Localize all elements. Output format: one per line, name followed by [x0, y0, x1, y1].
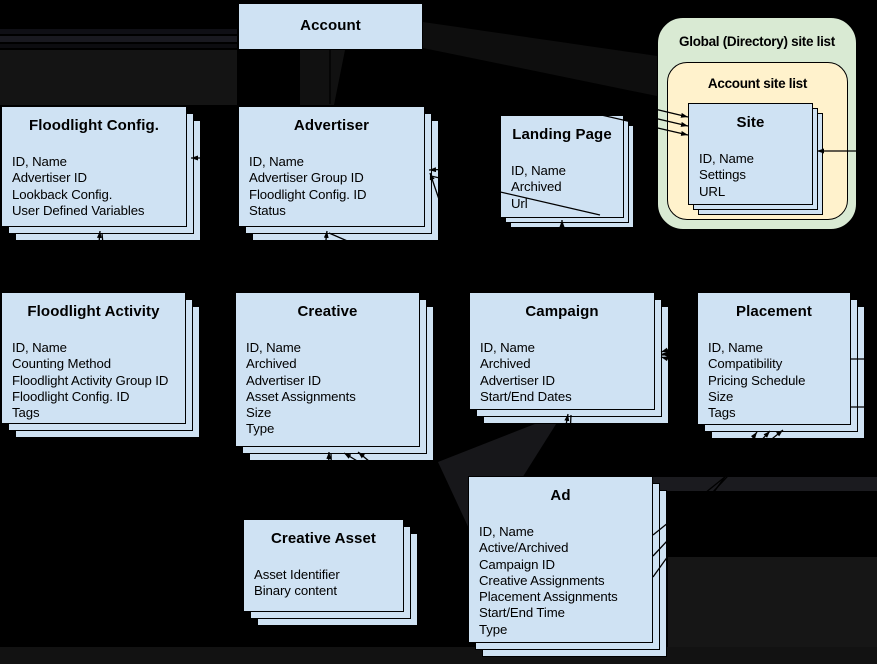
entity-floodlight-config: Floodlight Config. ID, Name Advertiser I… — [1, 106, 201, 241]
entity-card: Advertiser ID, Name Advertiser Group ID … — [238, 106, 425, 227]
field: Type — [479, 621, 508, 637]
field: ID, Name — [511, 163, 566, 178]
entity-landing-page: Landing Page ID, Name Archived Url — [500, 115, 634, 228]
entity-card: Floodlight Activity ID, Name Counting Me… — [1, 292, 186, 424]
field: Archived — [511, 179, 562, 195]
group-account-site-list-label: Account site list — [707, 76, 808, 91]
group-global-site-list-label: Global (Directory) site list — [679, 34, 835, 49]
entity-placement: Placement ID, Name Compatibility Pricing… — [697, 292, 865, 439]
entity-fields: ID, Name Archived Advertiser ID Asset As… — [236, 340, 419, 438]
field: Pricing Schedule — [708, 372, 806, 388]
entity-title: Ad — [550, 487, 571, 504]
field: Status — [249, 202, 286, 218]
entity-title: Creative — [297, 303, 358, 320]
entity-title: Account — [300, 17, 361, 34]
entity-title: Landing Page — [512, 126, 612, 143]
field: ID, Name — [479, 524, 534, 539]
field: Active/Archived — [479, 540, 569, 556]
field: Asset Identifier — [254, 567, 340, 582]
entity-fields: ID, Name Counting Method Floodlight Acti… — [2, 340, 185, 421]
entity-card: Creative Asset Asset Identifier Binary c… — [243, 519, 404, 612]
entity-card: Floodlight Config. ID, Name Advertiser I… — [1, 106, 187, 227]
field: Type — [246, 421, 275, 437]
field: Floodlight Activity Group ID — [12, 372, 169, 388]
field: Archived — [480, 356, 531, 372]
entity-fields: ID, Name Compatibility Pricing Schedule … — [698, 340, 850, 421]
entity-floodlight-activity: Floodlight Activity ID, Name Counting Me… — [1, 292, 200, 438]
field: Size — [246, 405, 272, 421]
entity-fields: ID, Name Advertiser ID Lookback Config. … — [2, 154, 186, 219]
field: ID, Name — [12, 154, 67, 169]
field: ID, Name — [249, 154, 304, 169]
field: Archived — [246, 356, 297, 372]
field: ID, Name — [480, 340, 535, 355]
field: ID, Name — [246, 340, 301, 355]
field: Url — [511, 195, 528, 211]
field: Binary content — [254, 583, 337, 599]
field: ID, Name — [12, 340, 67, 355]
field: Start/End Time — [479, 605, 565, 621]
field: Start/End Dates — [480, 388, 572, 404]
entity-ad: Ad ID, Name Active/Archived Campaign ID … — [468, 476, 667, 657]
field: Compatibility — [708, 356, 783, 372]
field: Size — [708, 388, 734, 404]
field: Floodlight Config. ID — [249, 186, 367, 202]
entity-title: Advertiser — [293, 117, 370, 134]
entity-card: Landing Page ID, Name Archived Url — [500, 115, 624, 218]
entity-fields: ID, Name Archived Advertiser ID Start/En… — [470, 340, 654, 405]
entity-fields: ID, Name Archived Url — [501, 163, 623, 212]
field: Settings — [699, 167, 746, 183]
entity-fields: ID, Name Settings URL — [689, 151, 812, 200]
field: Advertiser ID — [12, 170, 87, 186]
entity-creative: Creative ID, Name Archived Advertiser ID… — [235, 292, 434, 461]
field: Advertiser ID — [480, 372, 555, 388]
field: Tags — [12, 405, 40, 421]
field: Lookback Config. — [12, 186, 113, 202]
entity-account: Account — [238, 3, 423, 50]
entity-advertiser: Advertiser ID, Name Advertiser Group ID … — [238, 106, 439, 241]
entity-card: Campaign ID, Name Archived Advertiser ID… — [469, 292, 655, 410]
field: Asset Assignments — [246, 388, 356, 404]
field: Advertiser Group ID — [249, 170, 364, 186]
field: Counting Method — [12, 356, 111, 372]
field: Placement Assignments — [479, 589, 618, 605]
entity-card: Account — [238, 3, 423, 50]
field: Advertiser ID — [246, 372, 321, 388]
entity-title: Site — [736, 114, 765, 131]
field: Tags — [708, 405, 736, 421]
entity-title: Floodlight Config. — [28, 117, 160, 134]
entity-site: Site ID, Name Settings URL — [688, 103, 823, 215]
entity-card: Ad ID, Name Active/Archived Campaign ID … — [468, 476, 653, 643]
entity-fields: Asset Identifier Binary content — [244, 567, 403, 600]
entity-card: Site ID, Name Settings URL — [688, 103, 813, 205]
entity-title: Creative Asset — [270, 530, 377, 547]
field: ID, Name — [699, 151, 754, 166]
entity-title: Campaign — [525, 303, 599, 320]
field: Floodlight Config. ID — [12, 388, 130, 404]
field: ID, Name — [708, 340, 763, 355]
entity-title: Floodlight Activity — [27, 303, 160, 320]
entity-creative-asset: Creative Asset Asset Identifier Binary c… — [243, 519, 418, 626]
entity-campaign: Campaign ID, Name Archived Advertiser ID… — [469, 292, 669, 424]
field: Creative Assignments — [479, 572, 605, 588]
entity-card: Placement ID, Name Compatibility Pricing… — [697, 292, 851, 425]
entity-card: Creative ID, Name Archived Advertiser ID… — [235, 292, 420, 447]
entity-title: Placement — [736, 303, 812, 320]
field: User Defined Variables — [12, 202, 145, 218]
entity-fields: ID, Name Advertiser Group ID Floodlight … — [239, 154, 424, 219]
field: URL — [699, 183, 726, 199]
entity-fields: ID, Name Active/Archived Campaign ID Cre… — [469, 524, 652, 638]
field: Campaign ID — [479, 556, 555, 572]
